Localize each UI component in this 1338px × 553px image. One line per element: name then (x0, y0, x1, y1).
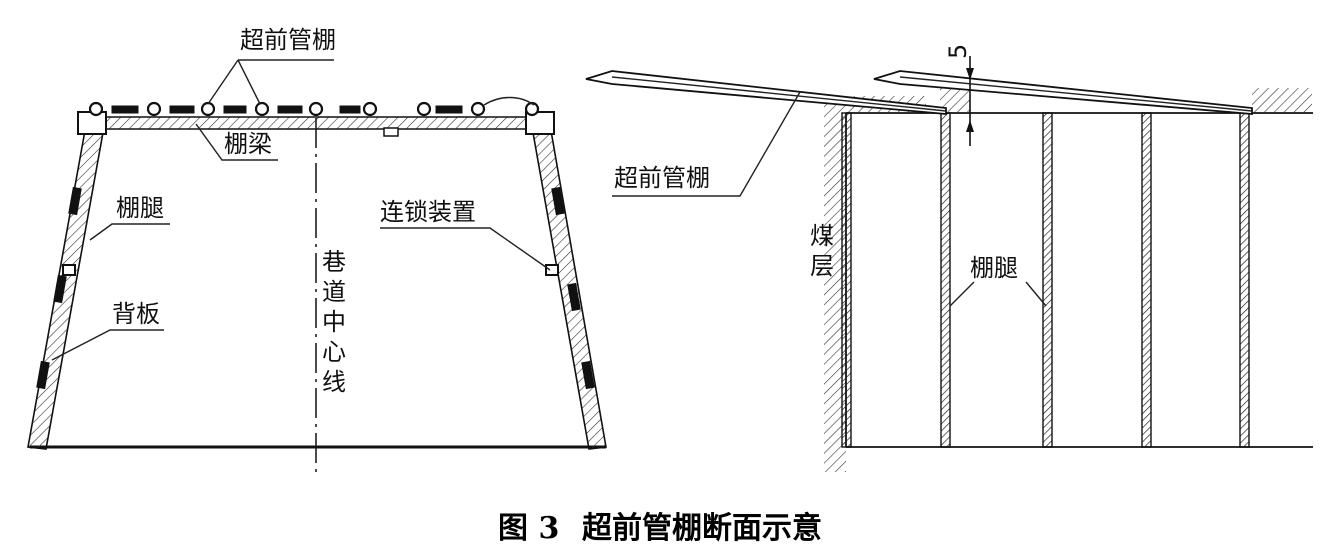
beam (79, 116, 549, 130)
wedge-block (435, 105, 463, 114)
canopy-pipe (254, 101, 270, 117)
center-bracket (383, 127, 399, 137)
centerline-char: 中 (322, 308, 346, 336)
wedge-block (277, 105, 303, 114)
wedge-block (111, 105, 139, 114)
caption-number: 图 3 (498, 511, 559, 546)
left-leg (27, 124, 105, 450)
label-beam: 棚梁 (224, 130, 272, 158)
wedge-block (339, 105, 361, 114)
leader-leg (89, 223, 170, 241)
backboard (53, 274, 67, 304)
label-coal-seam-char: 层 (810, 252, 834, 280)
backboard (567, 282, 581, 312)
canopy-pipe (200, 101, 216, 117)
centerline-char: 线 (322, 368, 346, 396)
centerline-char: 道 (322, 278, 346, 306)
leg-column (1042, 112, 1053, 448)
canopy-pipe (146, 101, 162, 117)
leader-lock (380, 227, 551, 271)
centerline-char: 心 (322, 338, 346, 366)
centerline-char: 巷 (322, 248, 346, 276)
label-lock-device: 连锁装置 (380, 198, 476, 226)
figure-caption: 图 3 超前管棚断面示意 (498, 511, 822, 546)
canopy-pipe (470, 101, 486, 117)
leader-pipe-canopy-a (207, 59, 239, 105)
backboard (551, 186, 565, 216)
dimension-arrow-down (966, 120, 974, 132)
label-leg-left: 棚腿 (116, 194, 164, 222)
wire (483, 96, 535, 106)
leg-column (1141, 112, 1152, 448)
wedge-block (223, 105, 247, 114)
wedge-block (169, 105, 195, 114)
right-corner-bracket (525, 111, 555, 135)
leader-beam (195, 123, 278, 161)
coal-seam-wall (824, 100, 846, 472)
canopy-pipe (308, 101, 324, 117)
leader-backboard (51, 329, 164, 361)
canopy-pipe (362, 101, 378, 117)
backboard (36, 360, 50, 390)
lock-device (545, 264, 559, 276)
label-coal-seam-char: 煤 (810, 222, 834, 250)
label-leg-right: 棚腿 (970, 254, 1018, 282)
lock-device (62, 264, 76, 276)
label-backboard: 背板 (112, 300, 160, 328)
leg-column (940, 112, 951, 448)
roof-hatch (1252, 88, 1312, 113)
canopy-pipe-2-inner (899, 76, 1253, 112)
leader-leg-right-b (1025, 281, 1047, 307)
label-pipe-canopy-right: 超前管棚 (614, 164, 710, 192)
leader-pipe-canopy-b (237, 59, 261, 105)
label-centerline: 巷 道 中 心 线 (322, 248, 346, 396)
backboard (581, 360, 595, 390)
canopy-pipe (416, 101, 432, 117)
caption-title: 超前管棚断面示意 (582, 511, 822, 546)
leader-pipe-canopy-right (612, 91, 801, 197)
right-longitudinal-section: 5 超前管棚 煤 层 棚腿 (585, 44, 1313, 472)
leg-column (841, 112, 852, 448)
left-cross-section: 超前管棚 棚梁 棚腿 连锁装置 背板 巷 道 中 心 线 (27, 26, 607, 472)
canopy-pipe (88, 101, 104, 117)
leader-leg-right-a (949, 281, 975, 307)
dimension-value: 5 (944, 44, 972, 59)
canopy-pipe-1-inner (611, 76, 947, 112)
label-pipe-canopy-left: 超前管棚 (240, 26, 336, 54)
backboard (68, 186, 82, 216)
dimension-arrow-up (966, 68, 974, 80)
left-corner-bracket (77, 111, 107, 135)
canopy-pipe (524, 101, 540, 117)
leg-column (1239, 112, 1250, 448)
